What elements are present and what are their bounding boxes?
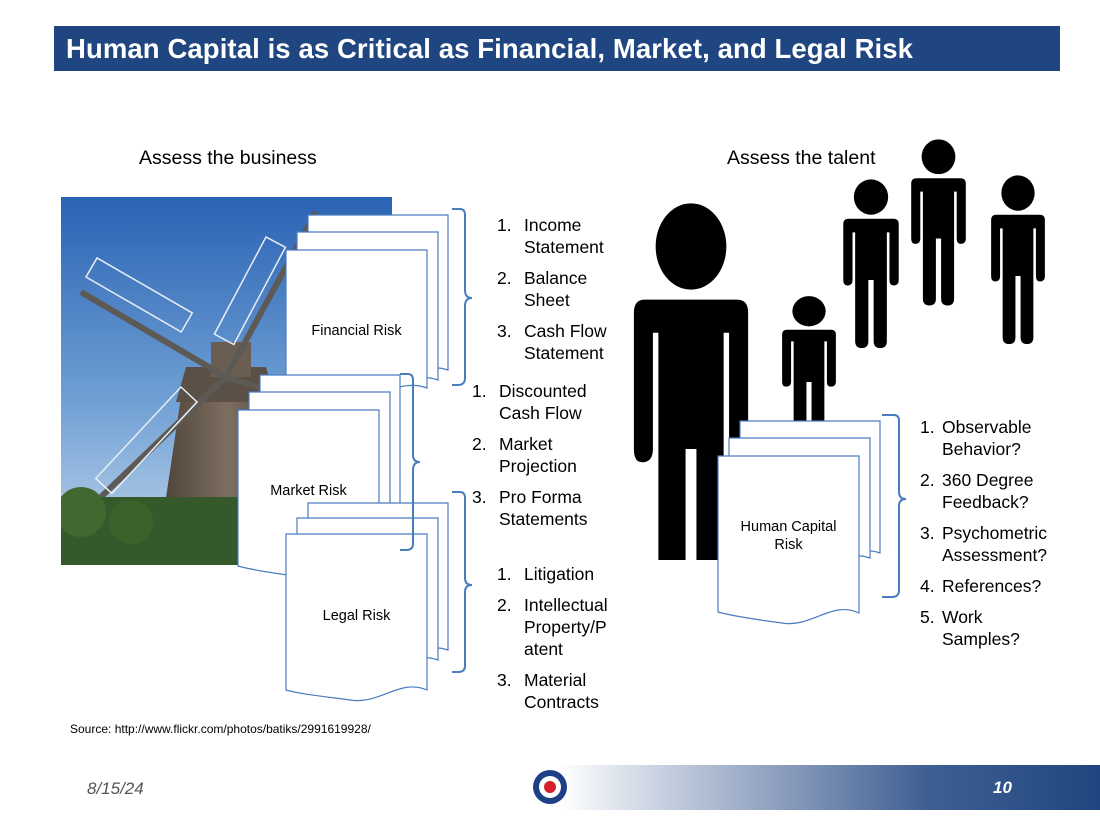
bracket-connectors (400, 208, 473, 673)
person-silhouette-icon (991, 175, 1045, 344)
page-number: 10 (993, 778, 1012, 797)
legal-risk-document-stack: Legal Risk (280, 500, 455, 710)
bracket-connector-talent (882, 414, 907, 598)
person-silhouette-icon (911, 139, 966, 306)
heading-assess-talent: Assess the talent (727, 147, 876, 169)
source-citation: Source: http://www.flickr.com/photos/bat… (70, 722, 371, 736)
footer-bar (560, 765, 1100, 810)
financial-risk-label: Financial Risk (311, 323, 402, 339)
list-item: 1. Litigation (497, 564, 595, 584)
slide-title: Human Capital is as Critical as Financia… (66, 32, 914, 64)
legal-risk-label: Legal Risk (322, 608, 391, 624)
footer-date: 8/15/24 (87, 779, 144, 798)
roundel-logo-icon (531, 768, 569, 806)
heading-assess-business: Assess the business (139, 147, 317, 169)
title-bar: Human Capital is as Critical as Financia… (54, 26, 1060, 71)
financial-risk-document-stack: Financial Risk (280, 210, 455, 395)
person-silhouette-icon (843, 179, 899, 348)
market-risk-label: Market Risk (270, 483, 347, 499)
list-item: 4. References? (920, 576, 1042, 596)
